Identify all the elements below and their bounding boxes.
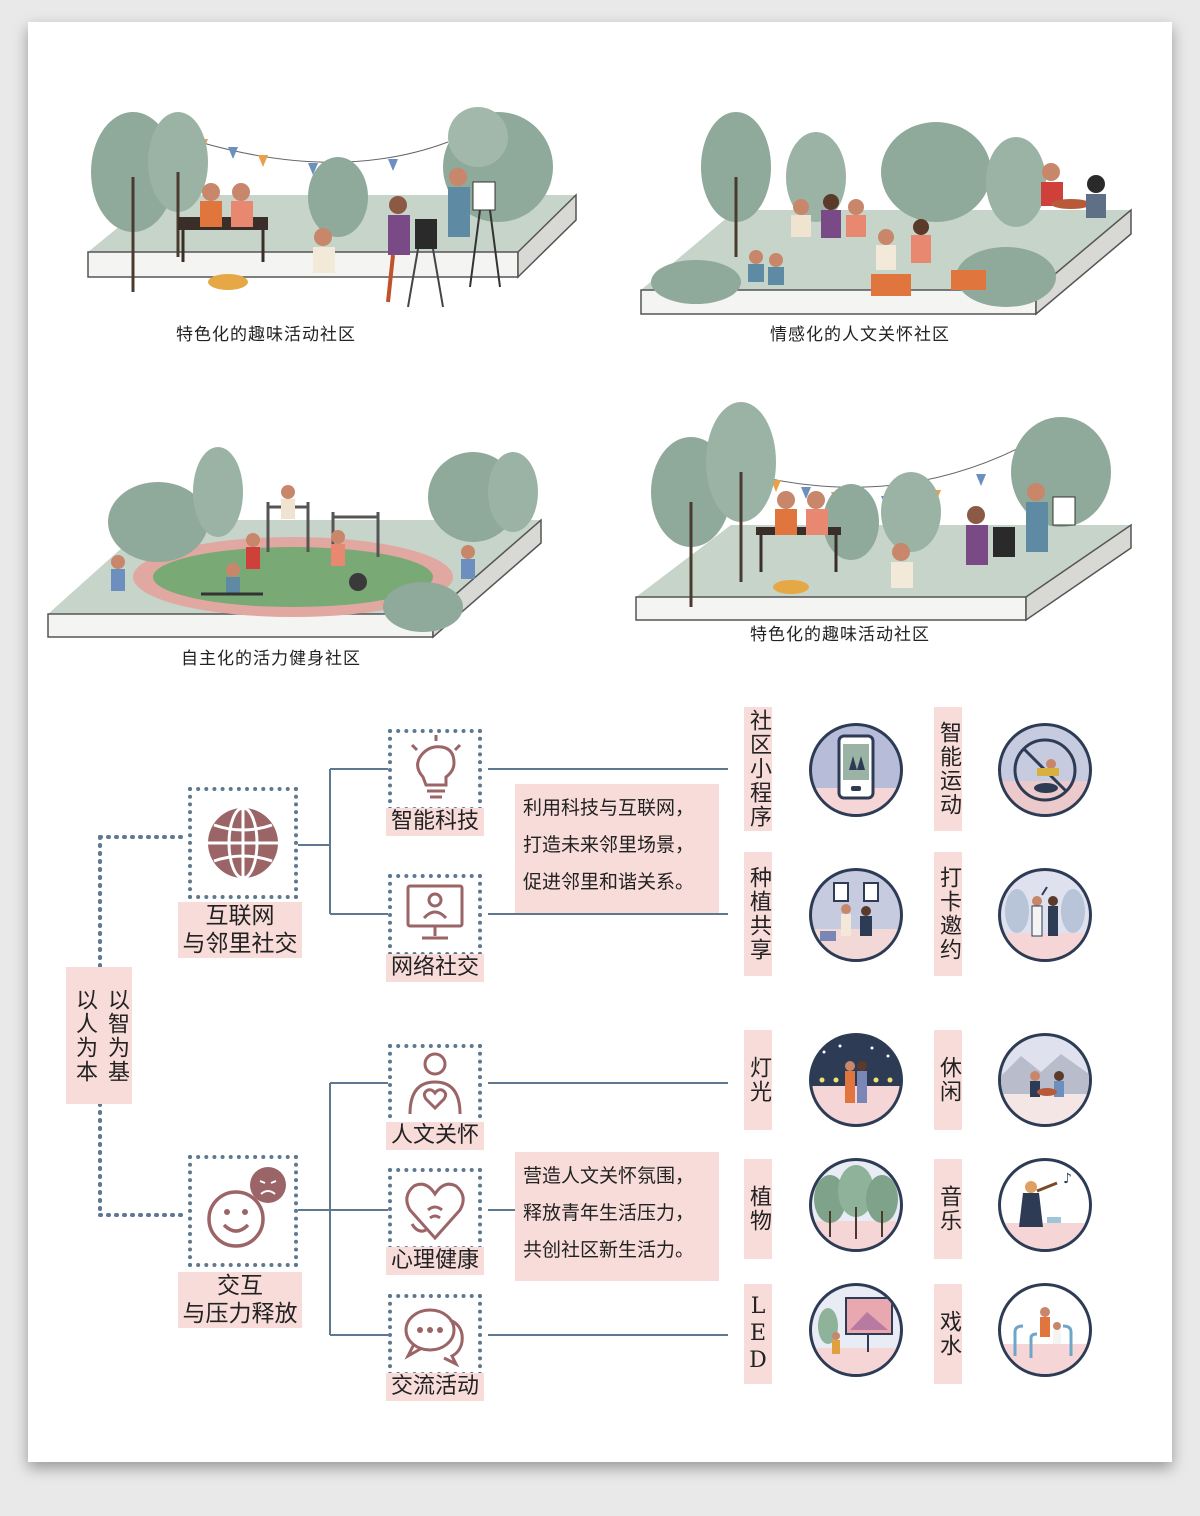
desc-line: 打造未来邻里场景， — [523, 834, 695, 856]
group-internet-node — [188, 787, 298, 899]
scene-label: 情感化的人文关怀社区 — [770, 325, 950, 345]
scene-humanistic-care-illustration — [640, 112, 1132, 316]
music-icon: ♪ — [998, 1158, 1092, 1252]
root-col1: 以智为基 — [104, 987, 129, 1084]
desc-line: 营造人文关怀氛围， — [523, 1165, 695, 1187]
root-node: 以智为基 以人为本 — [66, 967, 132, 1104]
scene-label: 特色化的趣味活动社区 — [750, 625, 930, 645]
smart-sport-icon — [998, 723, 1092, 817]
scene-label: 自主化的活力健身社区 — [181, 649, 361, 669]
led-screen-icon — [809, 1283, 903, 1377]
checkin-invite-icon — [998, 868, 1092, 962]
feature-label: 音乐 — [934, 1159, 962, 1259]
smile-face-icon — [207, 1167, 286, 1248]
diagram-connectors — [98, 768, 728, 1336]
person-heart-icon — [408, 1052, 462, 1115]
desc-line: 促进邻里和谐关系。 — [523, 871, 695, 893]
feature-label: 种植共享 — [744, 852, 772, 976]
desc-line: 释放青年生活压力， — [523, 1202, 695, 1224]
item-label: 心理健康 — [386, 1247, 484, 1275]
svg-text:♪: ♪ — [1063, 1171, 1072, 1187]
group-interaction-label: 交互 与压力释放 — [178, 1272, 302, 1328]
item-label: 人文关怀 — [386, 1122, 484, 1150]
item-exchange-node — [388, 1294, 482, 1376]
phone-app-icon — [809, 723, 903, 817]
item-humanistic-care-node — [388, 1044, 482, 1126]
scene-fitness-illustration — [47, 447, 542, 639]
group-label-line2: 与压力释放 — [182, 1301, 298, 1327]
monitor-user-icon — [406, 884, 464, 940]
group-interaction-description: 营造人文关怀氛围， 释放青年生活压力， 共创社区新生活力。 — [515, 1152, 719, 1281]
item-label: 网络社交 — [386, 954, 484, 982]
group-label-line1: 互联网 — [205, 903, 275, 929]
item-mental-health-node — [388, 1168, 482, 1250]
heart-wave-icon — [405, 1182, 465, 1241]
item-label: 交流活动 — [386, 1373, 484, 1401]
desc-line: 利用科技与互联网， — [523, 797, 695, 819]
feature-label: 灯光 — [744, 1030, 772, 1130]
desc-line: 共创社区新生活力。 — [523, 1239, 695, 1261]
poster-sheet: 特色化的趣味活动社区 情感化的人文关怀社区 — [28, 22, 1172, 1462]
water-play-icon — [998, 1283, 1092, 1377]
feature-label: 植物 — [744, 1159, 772, 1259]
scene-fun-activity-illustration — [87, 107, 577, 308]
scene-label: 特色化的趣味活动社区 — [176, 325, 356, 345]
feature-label: 打卡邀约 — [934, 852, 962, 976]
scene-fun-activity-2-illustration — [635, 402, 1132, 622]
leisure-icon — [998, 1033, 1092, 1127]
group-interaction-node — [188, 1155, 298, 1267]
feature-label: 社区小程序 — [744, 707, 772, 831]
lighting-icon — [809, 1033, 903, 1127]
chat-bubbles-icon — [404, 1308, 464, 1368]
feature-label: 智能运动 — [934, 707, 962, 831]
group-label-line2: 与邻里社交 — [182, 931, 298, 957]
lightbulb-icon — [410, 735, 462, 799]
plants-icon — [809, 1158, 903, 1252]
item-label: 智能科技 — [386, 808, 484, 836]
group-internet-description: 利用科技与互联网， 打造未来邻里场景， 促进邻里和谐关系。 — [515, 784, 719, 913]
item-smart-tech-node — [388, 729, 482, 811]
feature-label: 戏水 — [934, 1284, 962, 1384]
feature-label: LED — [744, 1284, 772, 1384]
item-social-network-node — [388, 874, 482, 956]
planting-share-icon — [809, 868, 903, 962]
root-col2: 以人为本 — [72, 987, 97, 1084]
group-label-line1: 交互 — [217, 1273, 263, 1299]
globe-icon — [208, 806, 278, 880]
feature-label: 休闲 — [934, 1030, 962, 1130]
group-internet-label: 互联网 与邻里社交 — [178, 902, 302, 958]
